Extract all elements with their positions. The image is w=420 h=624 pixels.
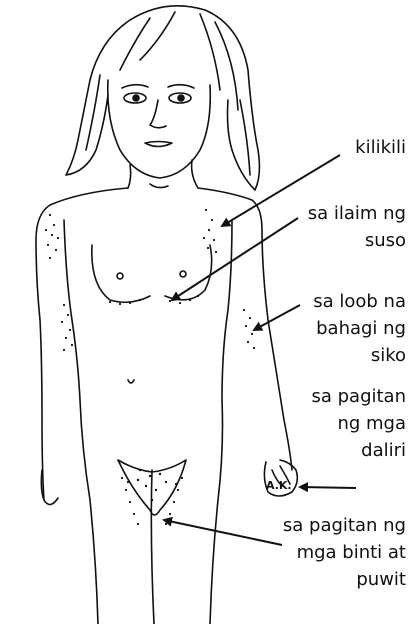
label-inner-elbow: sa loob na bahagi ng siko [313, 288, 406, 369]
label-between-fingers: sa pagitan ng mga daliri [311, 383, 406, 464]
breast-right [165, 245, 212, 300]
arrow-fingers [300, 487, 356, 488]
torso-left [36, 188, 128, 500]
hair-outline [130, 6, 259, 190]
elbow-rash-right [243, 309, 255, 349]
armpit-rash-left [45, 214, 59, 259]
arrow-under-breast [172, 218, 298, 300]
artist-signature: A.K. [266, 479, 292, 492]
label-under-breast: sa ilaim ng suso [308, 200, 406, 254]
arrow-inner-elbow [254, 305, 300, 330]
face-outline [108, 80, 211, 178]
arrow-between-legs [164, 520, 282, 545]
label-between-legs-buttocks: sa pagitan ng mga binti at puwit [283, 512, 406, 593]
label-armpit: kilikili [355, 134, 406, 161]
